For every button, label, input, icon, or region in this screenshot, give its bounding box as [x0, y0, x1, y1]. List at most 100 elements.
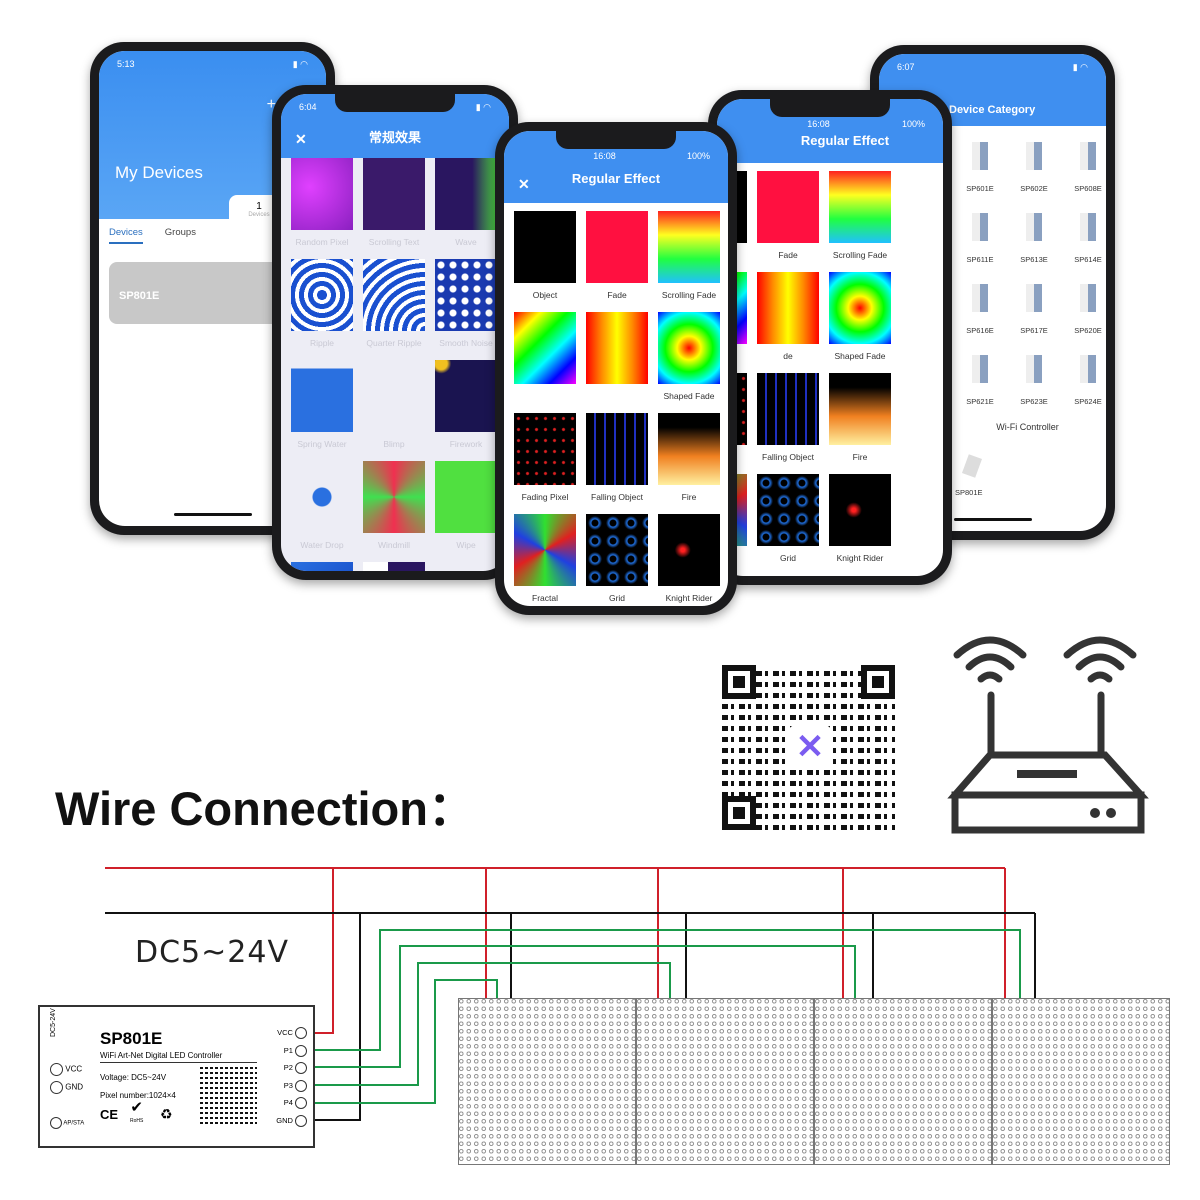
page-title: Device Category: [949, 104, 1036, 116]
effect-tile[interactable]: Fade: [757, 171, 819, 272]
device-item[interactable]: SP616E: [953, 276, 1007, 347]
effect-tile[interactable]: Windmill: [363, 461, 425, 562]
device-item[interactable]: SP620E: [1061, 276, 1106, 347]
effect-label: Fading Pixel: [521, 492, 569, 502]
device-image: [1080, 355, 1096, 383]
status-time: 16:08: [593, 151, 616, 161]
effect-preview: [586, 514, 648, 586]
effect-label: Fractal: [532, 593, 558, 603]
effect-preview: [658, 211, 720, 283]
effect-tile[interactable]: Smooth Noise: [435, 259, 497, 360]
device-image: [972, 213, 988, 241]
effect-preview: [829, 272, 891, 344]
effect-tile[interactable]: Fire: [658, 413, 720, 514]
effect-preview: [435, 461, 497, 533]
device-item[interactable]: SP617E: [1007, 276, 1061, 347]
voltage-label: DC5~24V: [135, 935, 289, 970]
effect-tile[interactable]: Fractal: [514, 514, 576, 606]
wire-connection-heading: Wire Connection：: [55, 782, 475, 835]
add-icon[interactable]: +: [266, 96, 276, 113]
effect-tile[interactable]: Random Pixel: [291, 158, 353, 259]
effect-preview: [829, 171, 891, 243]
tab-groups[interactable]: Groups: [164, 227, 196, 238]
effect-preview: [658, 312, 720, 384]
device-item[interactable]: SP602E: [1007, 134, 1061, 205]
pixel-spec: Pixel number:1024×4: [100, 1091, 176, 1100]
tab-devices[interactable]: Devices: [109, 227, 143, 244]
effect-preview: [514, 514, 576, 586]
effect-tile[interactable]: Grid: [586, 514, 648, 606]
page-title: My Devices: [115, 163, 203, 182]
effect-label: Fade: [778, 250, 798, 260]
effect-preview: [291, 360, 353, 432]
effect-tile[interactable]: Water Drop: [291, 461, 353, 562]
effect-tile[interactable]: Shaped Fade: [658, 312, 720, 413]
effect-tile[interactable]: Falling Object: [757, 373, 819, 474]
device-item[interactable]: SP624E: [1061, 347, 1106, 418]
effect-tile[interactable]: Grid: [757, 474, 819, 575]
effect-preview: [291, 562, 353, 571]
sp801e-controller: DC5-24V VCC GND AP/STA SP801E WiFi Art-N…: [38, 1005, 315, 1148]
terminal-p1: P1: [276, 1044, 307, 1063]
device-item[interactable]: SP611E: [953, 205, 1007, 276]
effect-preview: [829, 373, 891, 445]
effect-label: Fade: [607, 290, 627, 300]
controller-subtitle: WiFi Art-Net Digital LED Controller: [100, 1051, 257, 1063]
effect-tile[interactable]: Object: [514, 211, 576, 312]
recycle-icon: ♻: [160, 1106, 173, 1122]
effect-label: Windmill: [377, 540, 411, 550]
effect-label: Blimp: [383, 439, 405, 449]
device-item[interactable]: SP623E: [1007, 347, 1061, 418]
effect-preview: [514, 312, 576, 384]
device-item[interactable]: SP621E: [953, 347, 1007, 418]
effect-preview: [757, 171, 819, 243]
effect-label: Wave: [455, 237, 477, 247]
effect-tile[interactable]: Quarter Ripple: [363, 259, 425, 360]
effect-tile[interactable]: Scrolling Fade: [658, 211, 720, 312]
effect-tile[interactable]: Shaped Fade: [829, 272, 891, 373]
effect-preview: [514, 211, 576, 283]
close-icon[interactable]: ✕: [295, 131, 307, 147]
effect-label: Falling Object: [762, 452, 814, 462]
device-item[interactable]: SP601E: [953, 134, 1007, 205]
effect-preview: [435, 158, 497, 230]
gnd-wire: [105, 912, 1036, 1121]
gnd-port: GND: [50, 1081, 83, 1094]
effect-label: Firework: [449, 439, 483, 449]
effect-tile[interactable]: Spring Water: [291, 360, 353, 461]
effect-tile[interactable]: de: [757, 272, 819, 373]
effect-tile[interactable]: Falling Object: [586, 413, 648, 514]
router-icon: [947, 636, 1149, 834]
device-item[interactable]: SP801E: [879, 432, 1106, 497]
effect-tile[interactable]: Blimp: [363, 360, 425, 461]
effect-tile[interactable]: Fade: [586, 211, 648, 312]
terminal-p3: P3: [276, 1079, 307, 1098]
effect-tile[interactable]: Fading Pixel: [514, 413, 576, 514]
device-item[interactable]: SP608E: [1061, 134, 1106, 205]
effect-tile[interactable]: Knight Rider: [829, 474, 891, 575]
effect-tile[interactable]: Scrolling Fade: [829, 171, 891, 272]
effect-tile[interactable]: Wipe: [435, 461, 497, 562]
effect-tile[interactable]: Wave: [435, 158, 497, 259]
effect-preview: [291, 461, 353, 533]
effect-tile[interactable]: [586, 312, 648, 413]
effect-preview: [829, 474, 891, 546]
effect-preview: [586, 312, 648, 384]
effect-preview: [363, 158, 425, 230]
effect-tile[interactable]: Pac-Man: [363, 562, 425, 571]
led-panel-4: [992, 998, 1170, 1165]
effect-tile[interactable]: [514, 312, 576, 413]
effect-tile[interactable]: Scrolling Text: [363, 158, 425, 259]
effect-label: Scrolling Fade: [661, 290, 717, 300]
close-icon[interactable]: ✕: [518, 176, 530, 192]
effect-tile[interactable]: Firework: [435, 360, 497, 461]
effect-label: Spring Water: [297, 439, 347, 449]
effect-tile[interactable]: Ripple: [291, 259, 353, 360]
voltage-spec: Voltage: DC5~24V: [100, 1073, 167, 1082]
effect-tile[interactable]: Knight Rider: [658, 514, 720, 606]
device-item[interactable]: SP613E: [1007, 205, 1061, 276]
vcc-port: VCC: [50, 1063, 82, 1076]
effect-tile[interactable]: Fire: [829, 373, 891, 474]
device-item[interactable]: SP614E: [1061, 205, 1106, 276]
effect-tile[interactable]: Soft Wipe: [291, 562, 353, 571]
